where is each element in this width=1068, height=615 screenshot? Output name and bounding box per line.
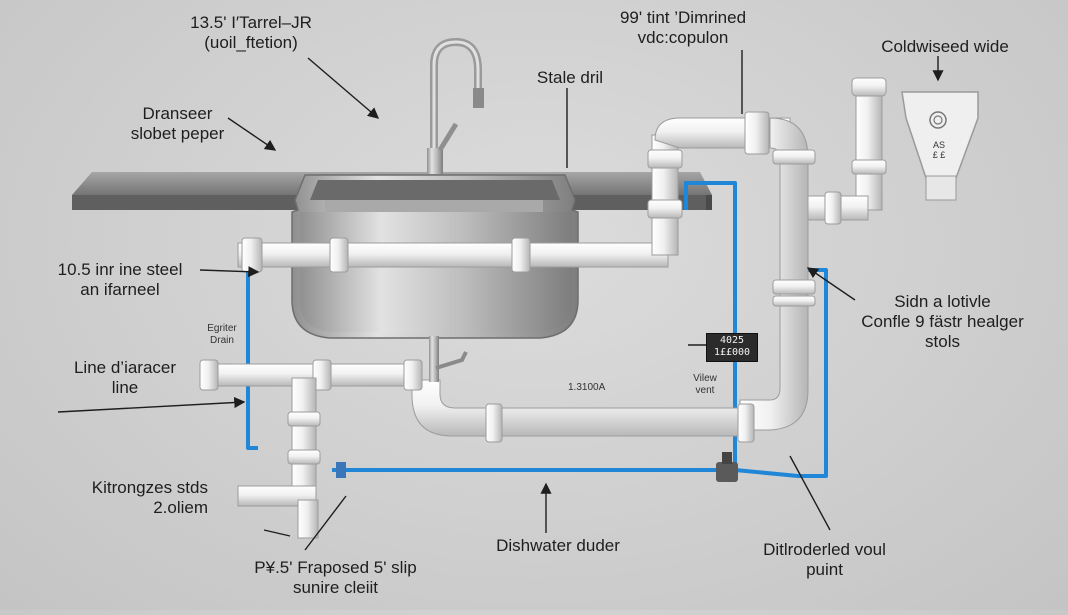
valve-marking: AS£ £	[932, 140, 946, 160]
label-top-left: 13.5' I′Tarrel–JR(uoil_ftetion)	[190, 13, 312, 52]
pvc-pipes	[199, 77, 887, 539]
label-dishwater: Dishwater duder	[496, 536, 620, 555]
label-small-mid: 1.3100A	[568, 382, 606, 393]
label-coldwise: Coldwiseed wide	[881, 37, 1009, 56]
wall-valve	[901, 91, 979, 201]
drain-tailpiece	[336, 336, 738, 482]
leader-lines	[57, 50, 944, 551]
faucet	[427, 37, 484, 174]
label-stale-drain: Stale dril	[536, 68, 604, 87]
